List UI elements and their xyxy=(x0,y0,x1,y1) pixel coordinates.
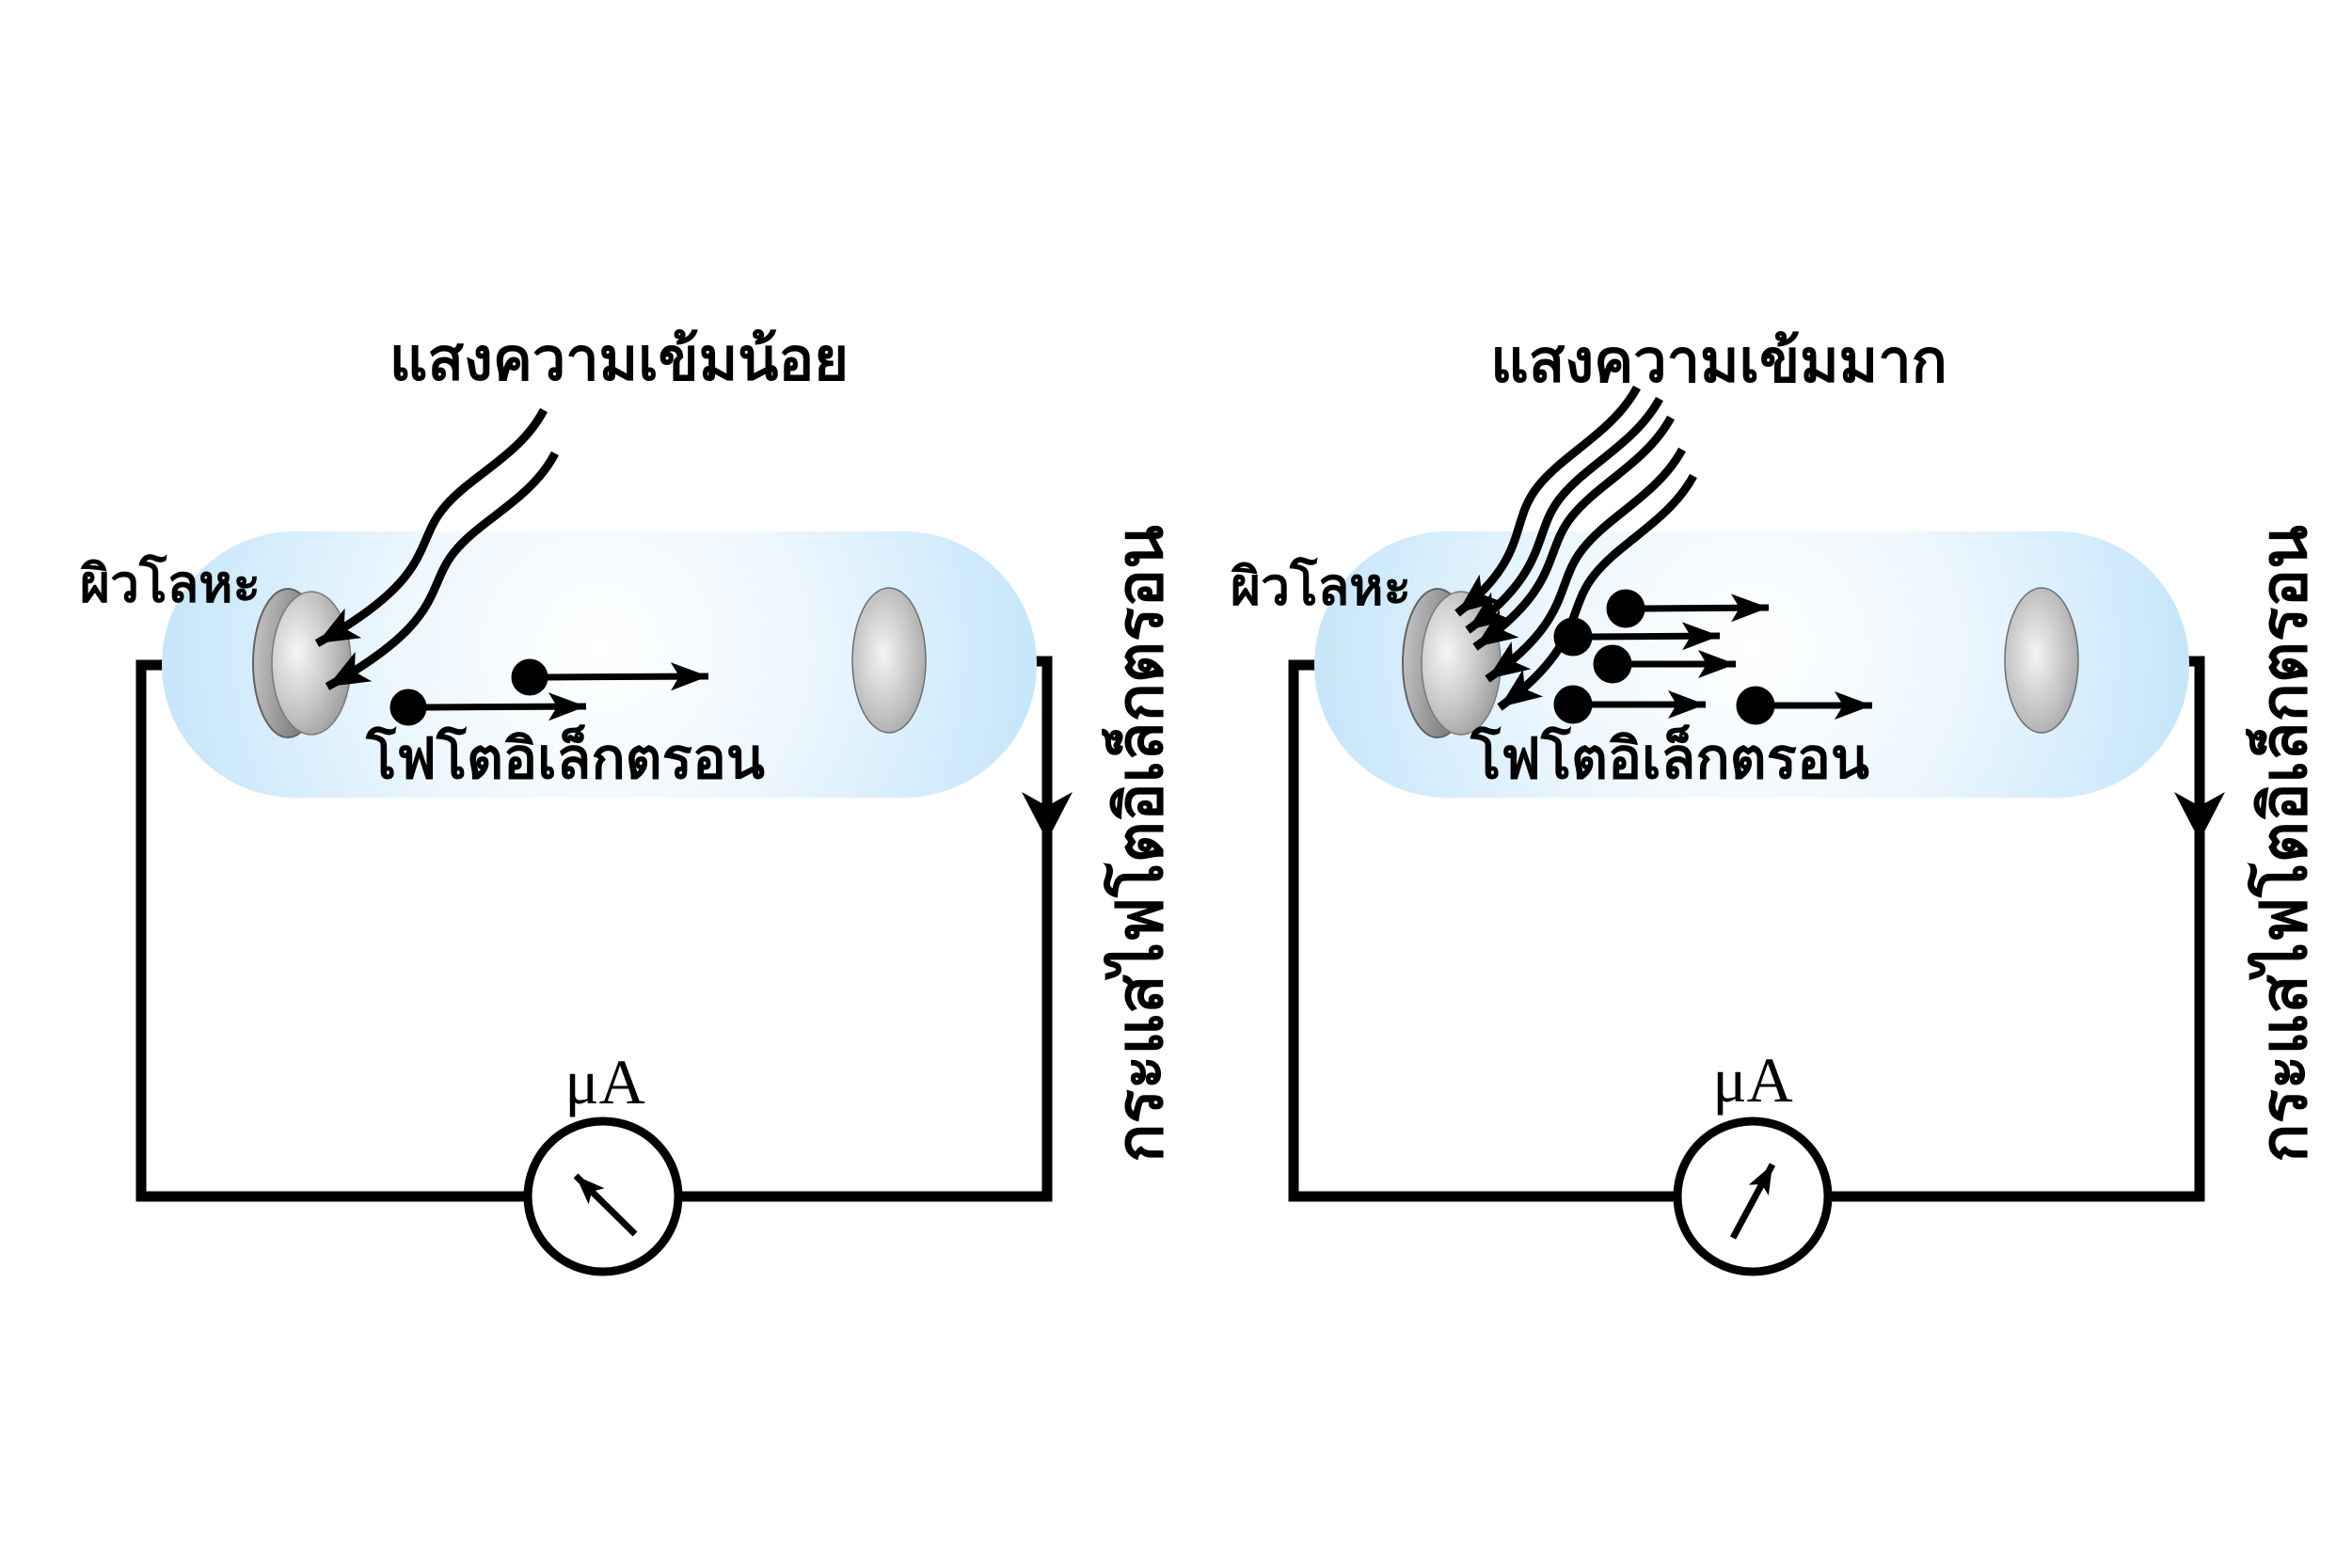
electron-dot xyxy=(1606,589,1645,628)
photoelectric-current-label: กระแสไฟโตอิเล็กตรอน xyxy=(2249,525,2320,1163)
light-rays xyxy=(314,407,559,690)
electron-velocity-arrow xyxy=(1642,594,1770,623)
light-ray-icon xyxy=(1465,396,1663,634)
light-ray-icon xyxy=(1472,415,1675,651)
photoelectric-current-label: กระแสไฟโตอิเล็กตรอน xyxy=(1104,525,1176,1163)
metal-surface-label: ผิวโลหะ xyxy=(79,554,262,613)
electron-dot xyxy=(1553,685,1593,724)
diagram-title-high-intensity: แสงความเข้มมาก xyxy=(1490,328,1947,395)
light-ray-icon xyxy=(314,407,548,647)
anode xyxy=(851,587,927,734)
photoelectron xyxy=(389,689,587,726)
photoelectron xyxy=(1553,685,1706,724)
light-rays xyxy=(1454,385,1697,711)
electron-dot xyxy=(1593,644,1632,684)
cathode-front xyxy=(271,591,352,736)
photoelectron xyxy=(1553,617,1721,657)
photoelectron-label: โฟโตอิเล็กตรอน xyxy=(1470,727,1869,790)
light-ray-icon xyxy=(1454,385,1641,617)
photoelectron xyxy=(1593,644,1736,684)
meter-body xyxy=(523,1117,683,1276)
electron-dot xyxy=(1736,686,1775,725)
metal-surface-label: ผิวโลหะ xyxy=(1230,557,1412,616)
cathode-metal-surface xyxy=(252,588,352,738)
photoelectron xyxy=(1736,686,1872,725)
photoelectrons xyxy=(389,658,709,726)
photoelectron-label: โฟโตอิเล็กตรอน xyxy=(366,727,765,790)
electron-dot xyxy=(1553,617,1593,657)
microammeter-unit-label: μA xyxy=(564,1046,645,1117)
microammeter xyxy=(1673,1117,1833,1276)
photoelectrons xyxy=(1553,589,1872,725)
microammeter xyxy=(523,1117,683,1276)
meter-needle xyxy=(1729,1163,1776,1240)
microammeter-unit-label: μA xyxy=(1712,1044,1793,1116)
light-ray-icon xyxy=(1485,447,1686,683)
anode xyxy=(2004,587,2079,734)
current-direction-arrow-icon xyxy=(1022,792,1073,841)
light-ray-icon xyxy=(1497,473,1697,711)
electron-velocity-arrow xyxy=(1589,622,1721,651)
current-direction-arrow-icon xyxy=(2174,792,2225,841)
diagram-title-low-intensity: แสงความเข้มน้อย xyxy=(389,326,850,393)
diagram-high-intensity xyxy=(1288,385,2225,1276)
light-ray-icon xyxy=(325,451,559,690)
electron-velocity-arrow xyxy=(424,692,587,721)
photoelectron xyxy=(1606,589,1770,628)
photoelectron xyxy=(511,658,709,696)
electron-dot xyxy=(511,658,548,696)
diagram-low-intensity xyxy=(135,407,1073,1276)
electron-dot xyxy=(389,689,427,726)
electron-velocity-arrow xyxy=(546,662,709,691)
meter-needle xyxy=(573,1173,638,1237)
